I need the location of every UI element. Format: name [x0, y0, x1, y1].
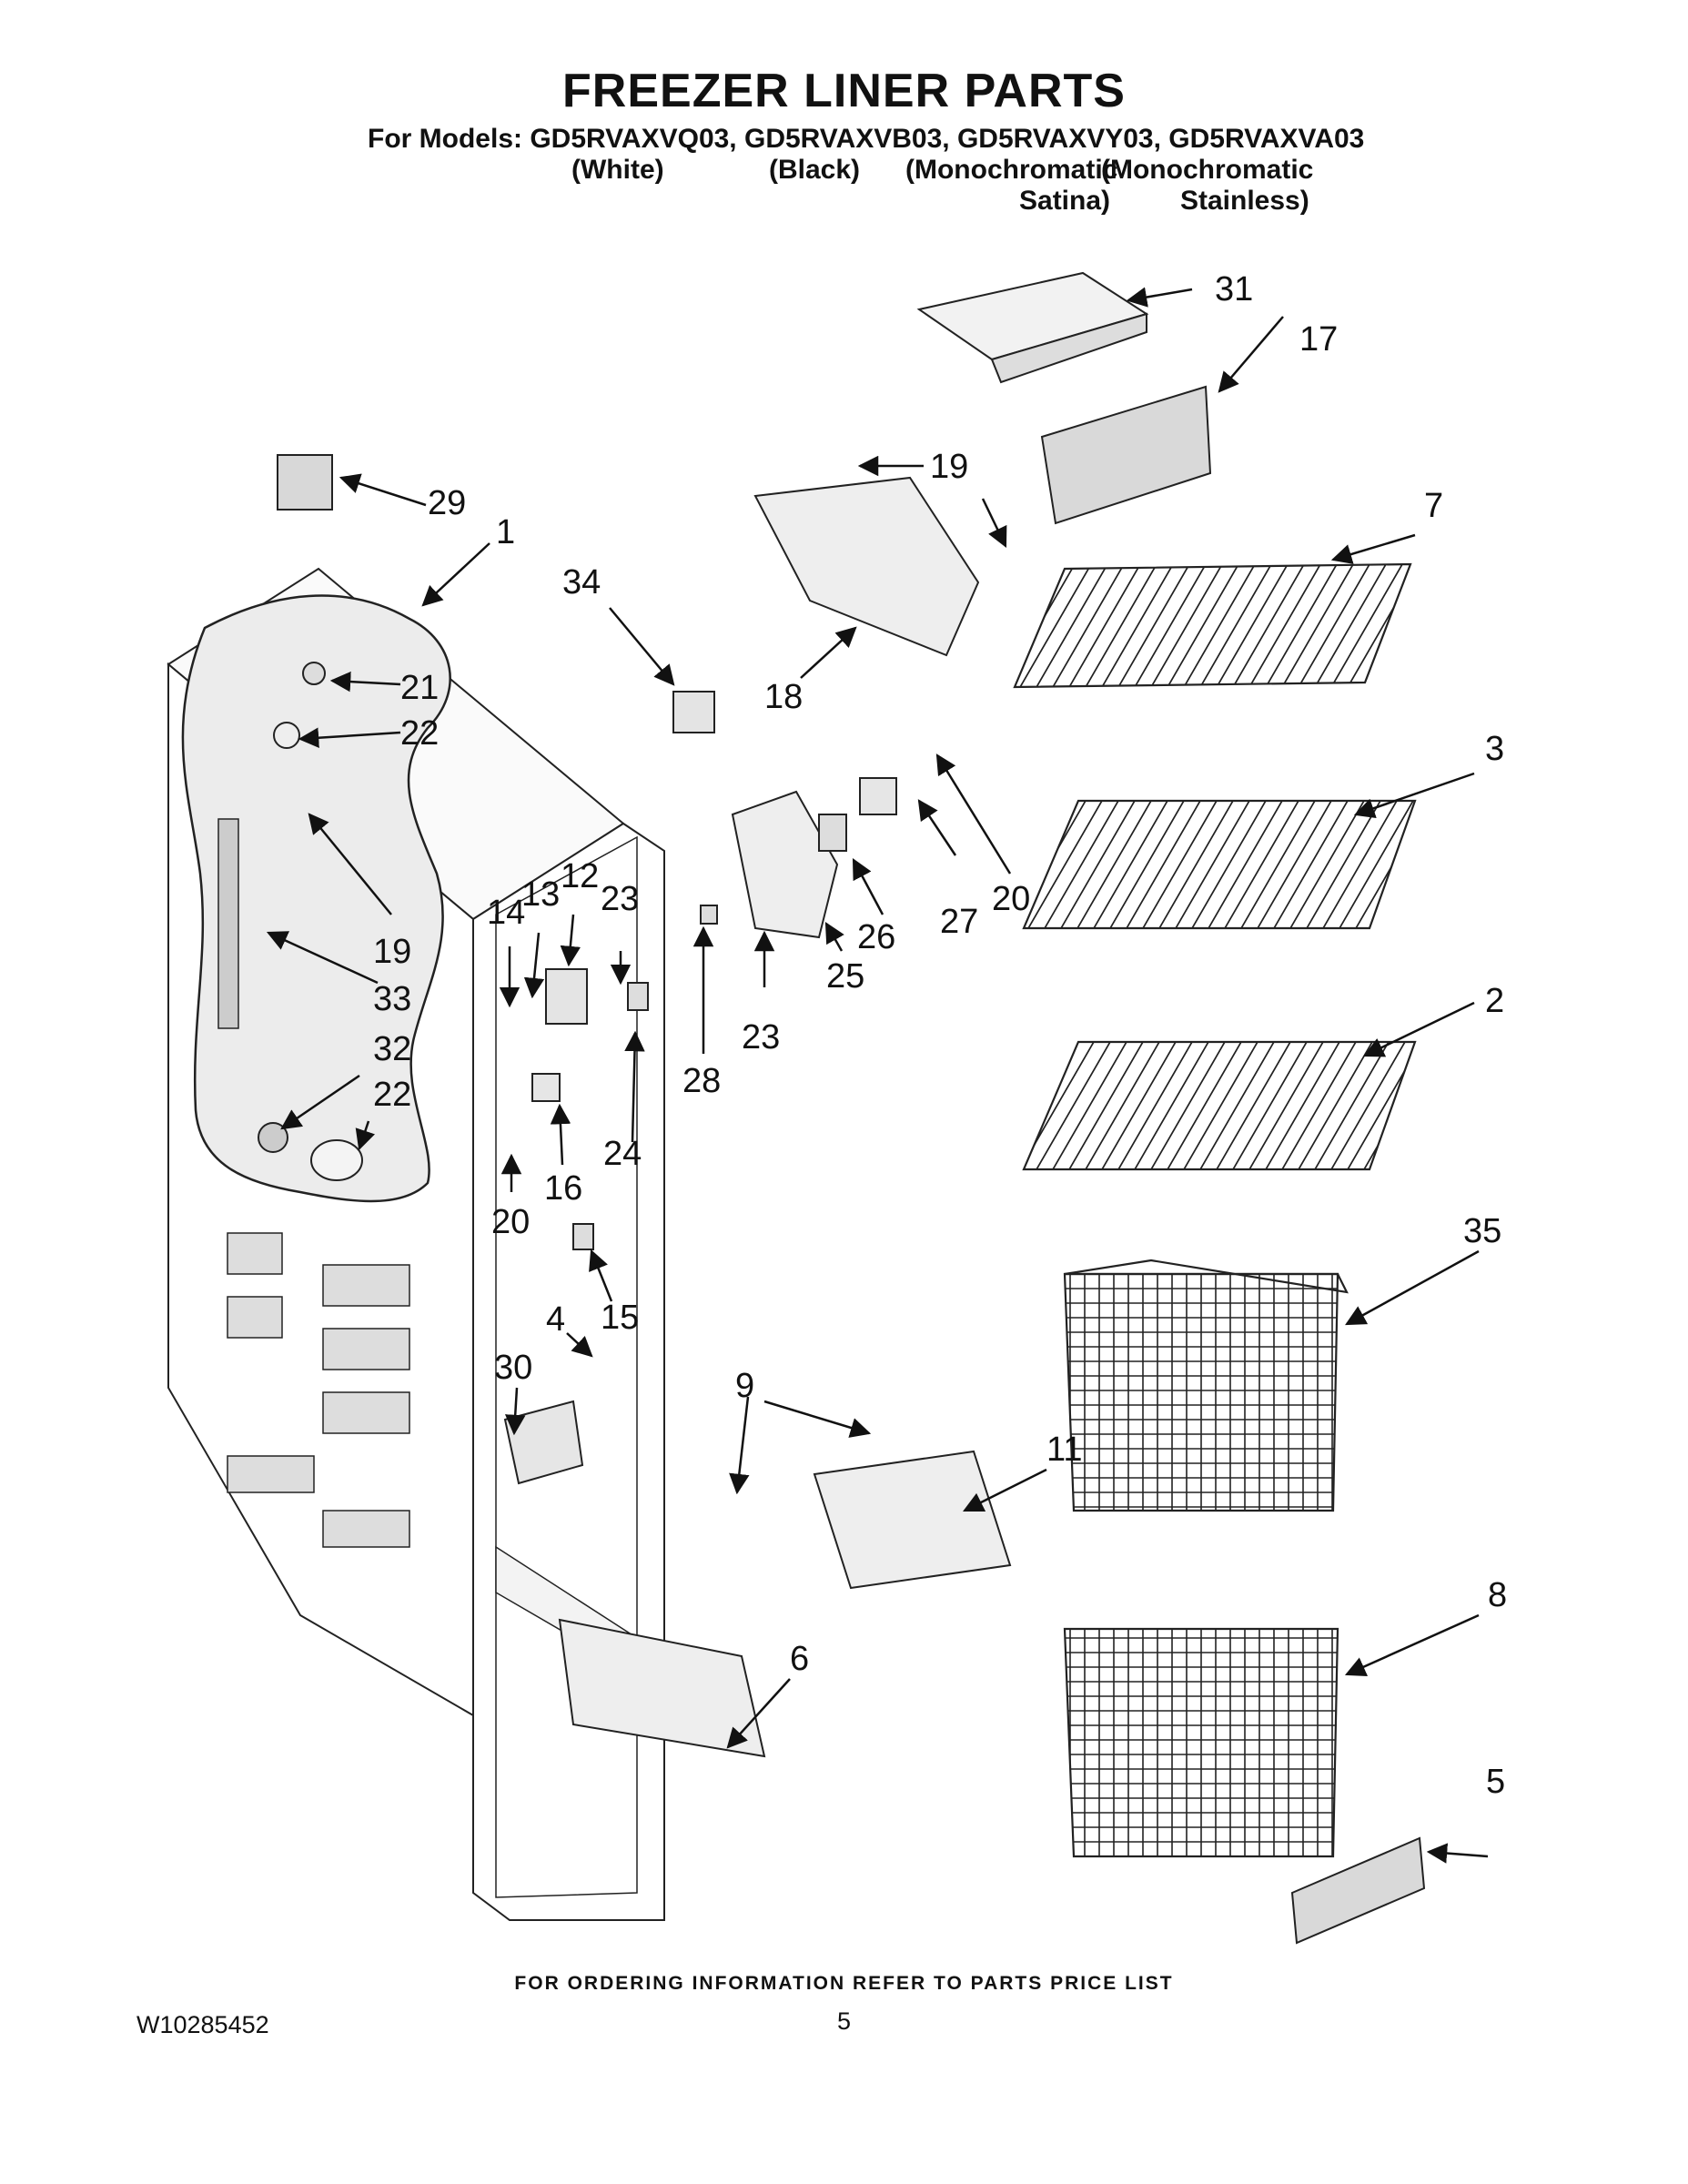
page-number: 5 — [836, 2007, 852, 2035]
trim-5 — [1290, 1836, 1426, 1945]
ordering-note: FOR ORDERING INFORMATION REFER TO PARTS … — [514, 1973, 1174, 1994]
callout-19-lower: 19 — [373, 933, 411, 971]
callout-34: 34 — [562, 563, 601, 602]
callout-11: 11 — [1046, 1431, 1082, 1469]
callout-9: 9 — [735, 1367, 754, 1405]
finish-monochromatic-1: (Monochromatic — [905, 155, 1118, 185]
callout-14: 14 — [487, 894, 525, 932]
callout-33: 33 — [373, 980, 411, 1018]
clip-29 — [277, 454, 333, 511]
finish-white: (White) — [571, 155, 664, 185]
basket-35 — [1063, 1272, 1339, 1512]
callout-19: 19 — [930, 448, 968, 486]
callout-6: 6 — [790, 1640, 809, 1678]
callout-16: 16 — [544, 1169, 582, 1208]
callout-30: 30 — [494, 1349, 532, 1387]
callout-20-b: 20 — [491, 1203, 530, 1241]
models-line: For Models: GD5RVAXVQ03, GD5RVAXVB03, GD… — [368, 124, 1365, 154]
shelf-2 — [1022, 1040, 1417, 1171]
callout-32: 32 — [373, 1030, 411, 1068]
bracket-18 — [753, 476, 980, 657]
cover-6 — [558, 1618, 766, 1758]
document-number: W10285452 — [136, 2011, 269, 2038]
finish-satina: Satina) — [1019, 186, 1111, 216]
shelf-7 — [1013, 562, 1412, 689]
shelves-and-baskets — [1013, 562, 1417, 1858]
callout-26: 26 — [857, 918, 895, 956]
callout-labels: 31 17 19 7 29 1 34 18 21 22 3 20 27 26 2… — [373, 270, 1507, 1801]
callout-31: 31 — [1215, 270, 1253, 308]
page-title: FREEZER LINER PARTS — [562, 65, 1126, 117]
shelf-3 — [1022, 799, 1417, 930]
finish-stainless: Stainless) — [1180, 186, 1309, 216]
callout-25: 25 — [826, 957, 864, 996]
callout-2: 2 — [1485, 982, 1504, 1020]
callout-18: 18 — [764, 678, 803, 716]
callout-17: 17 — [1299, 320, 1338, 359]
callout-24: 24 — [603, 1135, 642, 1173]
callout-7: 7 — [1424, 487, 1443, 525]
panel-17 — [1040, 385, 1212, 525]
callout-20: 20 — [992, 880, 1030, 918]
callout-5: 5 — [1486, 1763, 1505, 1801]
cover-11 — [813, 1450, 1012, 1590]
callout-22: 22 — [400, 714, 439, 753]
callout-8: 8 — [1488, 1576, 1507, 1614]
callout-22-b: 22 — [373, 1076, 411, 1114]
basket-8 — [1063, 1627, 1339, 1858]
models-header: For Models: GD5RVAXVQ03, GD5RVAXVB03, GD… — [0, 124, 1688, 233]
leader-lines — [266, 287, 1489, 1864]
callout-28: 28 — [682, 1062, 721, 1100]
callout-3: 3 — [1485, 730, 1504, 768]
callout-12: 12 — [561, 857, 599, 895]
housing-25 — [731, 790, 839, 939]
callout-21: 21 — [400, 669, 439, 707]
callout-23: 23 — [742, 1018, 780, 1057]
callout-1: 1 — [496, 513, 515, 551]
callout-15: 15 — [601, 1299, 639, 1337]
callout-13: 13 — [521, 875, 560, 914]
part-shapes — [258, 271, 1426, 1945]
finish-black: (Black) — [769, 155, 861, 185]
callout-4: 4 — [546, 1300, 565, 1339]
callout-27: 27 — [940, 903, 978, 941]
finish-monochromatic-2: (Monochromatic — [1101, 155, 1314, 185]
callout-35: 35 — [1463, 1212, 1501, 1250]
callout-23-b: 23 — [601, 880, 639, 918]
cap-34 — [672, 691, 715, 733]
callout-29: 29 — [428, 484, 466, 522]
